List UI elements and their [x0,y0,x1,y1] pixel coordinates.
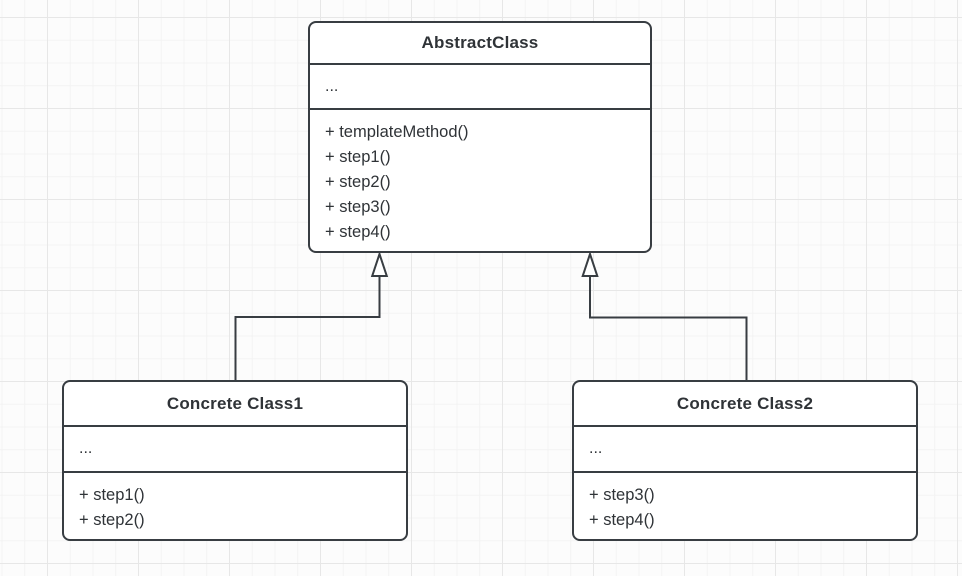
class-concrete-class1[interactable]: Concrete Class1 ... + step1() + step2() [62,380,408,541]
method-row: + step4() [589,511,655,529]
class-title: Concrete Class2 [574,382,916,427]
class-concrete-class2[interactable]: Concrete Class2 ... + step3() + step4() [572,380,918,541]
class-methods-section: + step1() + step2() [64,473,406,539]
method-row: + step1() [79,486,145,504]
inheritance-arrowhead-concrete2 [581,250,599,277]
method-row: + step4() [325,223,391,241]
class-methods-section: + templateMethod() + step1() + step2() +… [310,110,650,251]
class-methods-section: + step3() + step4() [574,473,916,539]
class-abstractclass[interactable]: AbstractClass ... + templateMethod() + s… [308,21,652,253]
method-row: + step2() [79,511,145,529]
attribute-row: ... [79,440,93,457]
method-row: + step2() [325,173,391,191]
method-row: + step3() [589,486,655,504]
attribute-row: ... [589,440,603,457]
inheritance-arrowhead-concrete1 [370,250,389,277]
class-title: Concrete Class1 [64,382,406,427]
method-row: + step1() [325,148,391,166]
inheritance-edge-concrete2[interactable] [589,276,748,380]
attribute-row: ... [325,77,339,95]
class-title: AbstractClass [310,23,650,65]
class-attributes-section: ... [574,427,916,473]
class-attributes-section: ... [310,65,650,110]
method-row: + step3() [325,198,391,216]
method-row: + templateMethod() [325,123,469,141]
class-attributes-section: ... [64,427,406,473]
inheritance-edge-concrete1[interactable] [234,276,381,380]
